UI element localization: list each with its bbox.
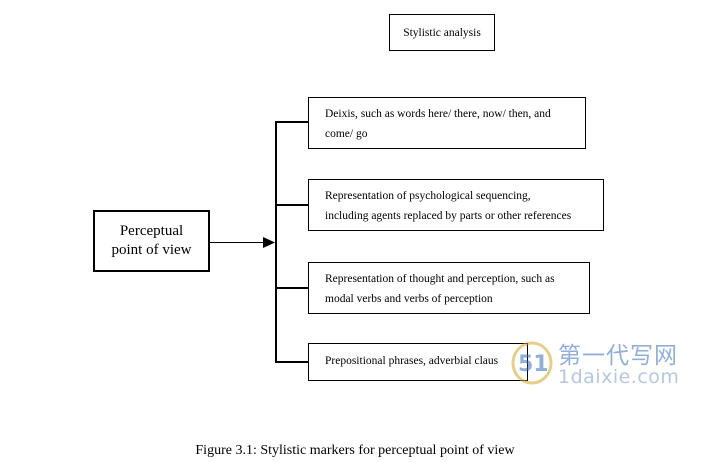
main-box-line1: Perceptual [119,223,184,239]
branch-line-2 [275,204,308,206]
branch-line-3 [275,287,308,289]
watermark-logo-icon: 51 [511,341,553,385]
stylistic-analysis-box: Stylistic analysis [389,14,495,51]
main-box-line2: point of view [111,242,192,258]
branch-line-1 [275,121,308,123]
marker-2-line2: including agents replaced by parts or ot… [325,210,572,222]
bracket-vertical-line [275,121,277,362]
marker-box-prepositional-phrases: Prepositional phrases, adverbial claus [308,343,528,381]
marker-2-line1: Representation of psychological sequenci… [325,190,531,202]
watermark-url-text: 1daixie.com [558,366,680,388]
watermark: 51 第一代写网 1daixie.com [510,336,705,396]
marker-box-psychological-sequencing: Representation of psychological sequenci… [308,179,604,231]
marker-1-line1: Deixis, such as words here/ there, now/ … [325,108,551,120]
main-connector-line [210,242,266,243]
stylistic-analysis-label: Stylistic analysis [403,26,481,39]
marker-box-thought-perception: Representation of thought and perception… [308,262,590,314]
watermark-logo-text: 51 [518,352,549,377]
marker-3-line1: Representation of thought and perception… [325,273,555,285]
branch-line-4 [275,361,308,363]
marker-box-deixis: Deixis, such as words here/ there, now/ … [308,97,586,149]
marker-1-line2: come/ go [325,128,368,140]
watermark-chinese-text: 第一代写网 [558,343,678,369]
figure-caption: Figure 3.1: Stylistic markers for percep… [195,443,515,458]
marker-4-line1: Prepositional phrases, adverbial claus [325,355,499,367]
arrowhead-icon [263,237,275,248]
perceptual-point-of-view-box: Perceptual point of view [93,210,210,272]
marker-3-line2: modal verbs and verbs of perception [325,293,493,305]
